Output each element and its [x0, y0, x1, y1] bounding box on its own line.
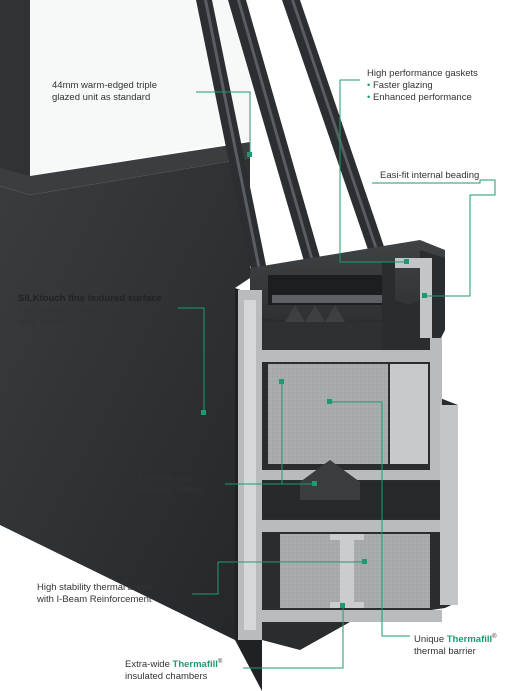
i-beam	[340, 534, 354, 608]
insulation-chamber-upper	[268, 364, 388, 464]
label-thermal-barrier-line2: thermal barrier	[414, 646, 476, 658]
label-thermal-barrier-reg: ®	[492, 634, 497, 640]
label-beading: Easi-fit internal beading	[380, 170, 479, 182]
label-chambers: Extra-wide Thermafill® insulated chamber…	[125, 656, 222, 683]
label-triple-glazed: 44mm warm-edged triple glazed unit as st…	[52, 80, 157, 104]
label-triple-glazed-line2: glazed unit as standard	[52, 92, 151, 103]
label-baffles: Thermal and acoustic baffles	[138, 473, 203, 497]
label-gaskets-bullet1: • Faster glazing	[367, 80, 478, 92]
gasket-zone	[262, 322, 382, 350]
label-silktouch-line2: silky feel that stays cleaner longer	[18, 317, 161, 328]
label-chambers-line2: insulated chambers	[125, 671, 208, 683]
frame-face	[0, 158, 250, 640]
label-gaskets-title: High performance gaskets	[367, 68, 478, 79]
leader-dots	[201, 152, 427, 608]
profile-cross-section	[238, 250, 458, 650]
label-beading-text: Easi-fit internal beading	[380, 170, 480, 181]
triple-glass-panes	[196, 0, 392, 275]
label-silktouch: SILKtouch fine textured surface The surf…	[18, 293, 164, 329]
label-silktouch-line1: The surface is lightly-textured for a	[18, 305, 164, 316]
insulation-chamber-mid	[390, 364, 428, 464]
leader-lines	[178, 79, 496, 669]
label-gaskets-bullet1-text: Faster glazing	[372, 80, 433, 91]
label-thermal-barrier-brand: Thermafill	[446, 634, 493, 646]
glass-pane	[0, 0, 250, 175]
label-thermal-break-line2: with I-Beam Reinforcement	[37, 594, 152, 605]
label-chambers-prefix: Extra-wide	[125, 659, 173, 671]
label-baffles-line1: Thermal and	[138, 473, 192, 484]
insulation-chamber-lower	[280, 534, 430, 608]
label-gaskets-bullet2: • Enhanced performance	[367, 92, 478, 104]
label-chambers-brand: Thermafill	[172, 659, 218, 671]
label-chambers-reg: ®	[217, 659, 223, 665]
label-silktouch-title: SILKtouch fine textured surface	[18, 293, 162, 304]
sash-bottom-rail	[0, 142, 250, 195]
label-thermal-barrier-prefix: Unique	[414, 634, 447, 646]
label-thermal-break: High stability thermal break with I-Beam…	[37, 582, 152, 606]
bullet-dot-icon: •	[367, 92, 371, 103]
label-gaskets-bullet2-text: Enhanced performance	[372, 92, 472, 103]
label-thermal-barrier: Unique Thermafill® thermal barrier	[414, 631, 497, 658]
label-baffles-line2: acoustic baffles	[138, 485, 204, 496]
sash-reveal	[0, 0, 30, 178]
bullet-dot-icon: •	[367, 80, 371, 91]
label-gaskets: High performance gaskets • Faster glazin…	[367, 68, 478, 104]
label-thermal-break-line1: High stability thermal break	[37, 582, 152, 593]
label-triple-glazed-line1: 44mm warm-edged triple	[52, 80, 158, 91]
